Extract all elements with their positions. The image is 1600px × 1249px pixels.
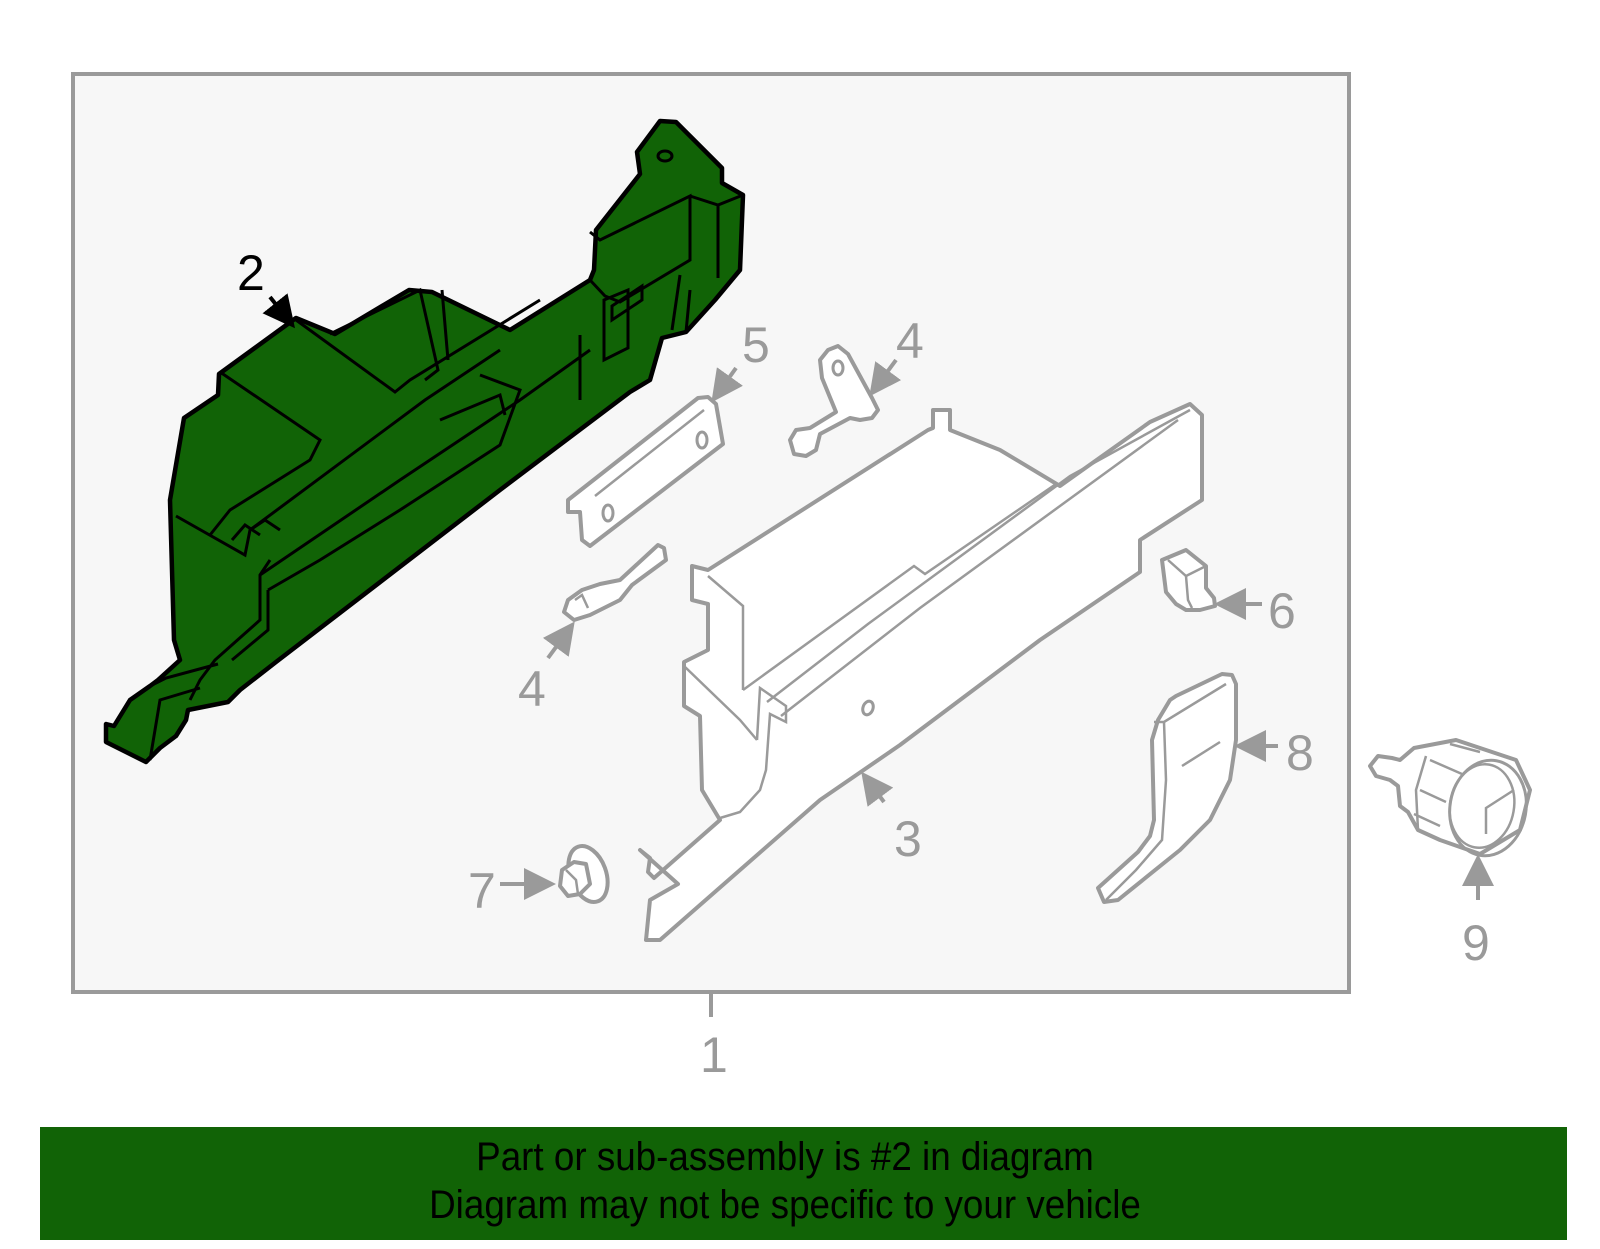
part-2-glovebox-housing[interactable] (103, 118, 746, 765)
callout-4b-label[interactable]: 4 (518, 661, 546, 717)
callout-5-arrow (711, 366, 743, 403)
banner-line-disclaimer: Diagram may not be specific to your vehi… (429, 1183, 1141, 1227)
callout-7-label[interactable]: 7 (468, 863, 496, 919)
part-info-banner: Part or sub-assembly is #2 in diagram Di… (40, 1127, 1567, 1240)
callout-3-arrow (861, 771, 894, 807)
parts-diagram: 1 2 5 4 (71, 72, 1534, 1083)
callout-4a-label[interactable]: 4 (896, 313, 924, 369)
callout-2-arrow (262, 293, 295, 329)
banner-line-part-number: Part or sub-assembly is #2 in diagram (476, 1135, 1094, 1179)
callout-6-label[interactable]: 6 (1268, 583, 1296, 639)
callout-4a-arrow (869, 358, 902, 397)
part-4-hinge-pin-upper[interactable] (788, 344, 880, 458)
part-9-lock-cylinder[interactable] (1368, 738, 1534, 862)
callout-3-label[interactable]: 3 (894, 811, 922, 867)
part-3-glovebox-door[interactable] (638, 402, 1204, 942)
part-4-hinge-pin-lower[interactable] (562, 543, 668, 622)
callout-1-label[interactable]: 1 (700, 1027, 728, 1083)
callout-5-label[interactable]: 5 (742, 317, 770, 373)
part-5-bracket[interactable] (566, 395, 725, 548)
callout-9-label[interactable]: 9 (1462, 915, 1490, 971)
part-7-clip[interactable] (558, 841, 615, 908)
callout-4b-arrow (542, 621, 575, 660)
callout-8-label[interactable]: 8 (1286, 725, 1314, 781)
callout-2-label[interactable]: 2 (237, 245, 265, 301)
part-8-side-panel[interactable] (1096, 672, 1238, 904)
